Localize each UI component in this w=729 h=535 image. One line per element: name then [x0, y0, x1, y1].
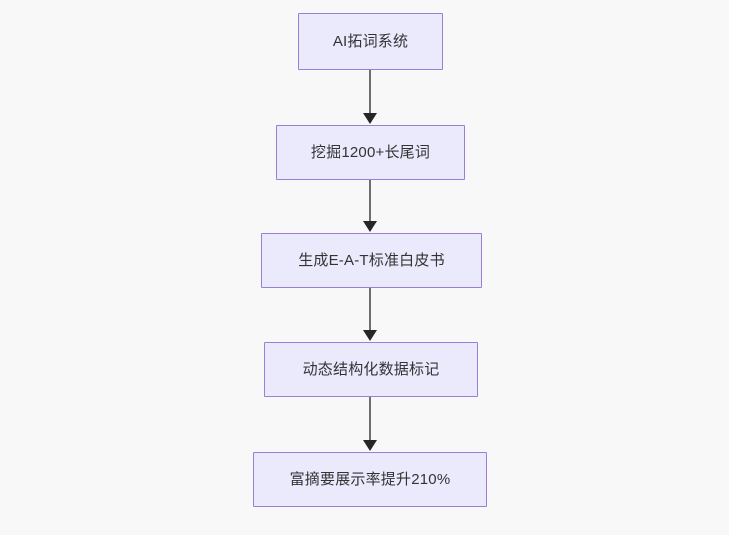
flow-node-label: 生成E-A-T标准白皮书 — [298, 252, 445, 269]
arrowhead-icon — [363, 440, 377, 451]
edge-n3-n4 — [363, 288, 377, 341]
flow-node-generate-eat-whitepaper[interactable]: 生成E-A-T标准白皮书 — [261, 233, 482, 288]
arrowhead-icon — [363, 330, 377, 341]
arrowhead-icon — [363, 113, 377, 124]
flow-node-label: AI拓词系统 — [332, 33, 409, 50]
edge-n2-n3 — [363, 180, 377, 232]
flow-node-rich-snippet-impression-lift[interactable]: 富摘要展示率提升210% — [253, 452, 487, 507]
flow-node-label: 动态结构化数据标记 — [302, 361, 440, 378]
flow-node-mine-longtail-keywords[interactable]: 挖掘1200+长尾词 — [276, 125, 465, 180]
flow-node-label: 挖掘1200+长尾词 — [310, 144, 431, 161]
edge-n4-n5 — [363, 397, 377, 451]
arrowhead-icon — [363, 221, 377, 232]
flow-node-dynamic-structured-data-markup[interactable]: 动态结构化数据标记 — [264, 342, 478, 397]
edge-n1-n2 — [363, 70, 377, 124]
flow-node-label: 富摘要展示率提升210% — [289, 471, 451, 488]
flow-node-ai-keyword-system[interactable]: AI拓词系统 — [298, 13, 443, 70]
